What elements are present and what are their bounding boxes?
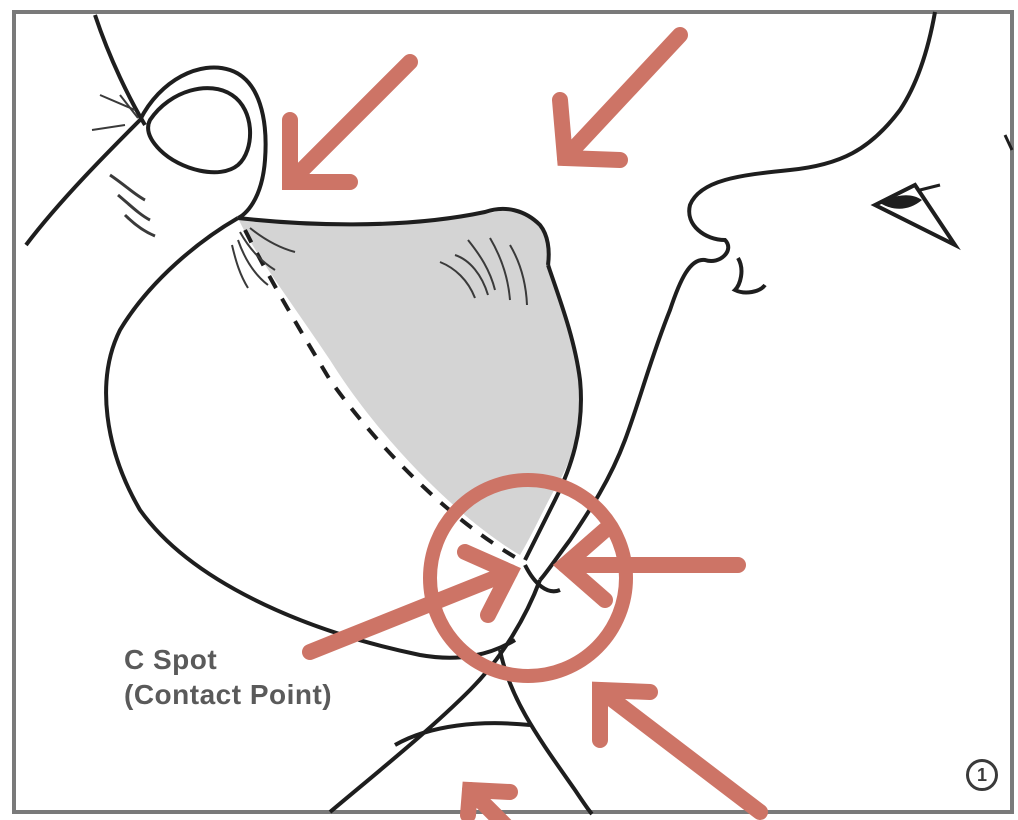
thumbnail <box>148 88 250 172</box>
arrow-icon <box>468 790 510 820</box>
thumb-base-line <box>95 15 145 125</box>
arrow-icon <box>290 62 410 182</box>
face-profile <box>540 12 935 580</box>
arrow-icon <box>600 690 760 812</box>
c-spot-label: C Spot <box>124 645 217 675</box>
figure-number-badge: 1 <box>966 759 998 791</box>
shaded-region <box>238 211 583 555</box>
arrow-icon <box>310 552 510 652</box>
arrow-icon <box>560 35 680 160</box>
arrow-icon <box>565 530 738 600</box>
contact-point-label: (Contact Point) <box>124 680 332 710</box>
nostril <box>735 258 765 292</box>
eye-icon <box>875 185 955 245</box>
thumb-knuckle-marks <box>110 175 155 236</box>
